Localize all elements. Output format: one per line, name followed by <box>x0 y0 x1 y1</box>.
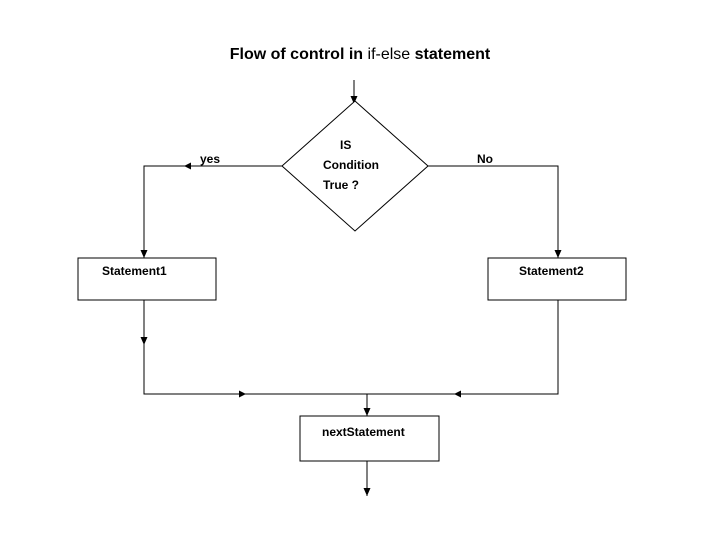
title-part-2: if-else <box>367 46 411 63</box>
no-branch-arrowhead-end <box>554 250 562 258</box>
statement2-merge-connector <box>367 300 559 395</box>
yes-branch-arrowhead-mid <box>184 162 191 170</box>
no-branch-label: No <box>477 152 493 166</box>
next-arrowhead <box>363 408 371 416</box>
yes-branch-arrowhead-end <box>140 250 148 258</box>
next-statement-box <box>299 415 440 462</box>
yes-branch-connector <box>143 165 282 258</box>
statement2-merge-arrowhead-left <box>454 390 461 398</box>
title-part-1: Flow of control in <box>229 46 364 63</box>
diagram-title: Flow of control in if-else statement <box>0 44 703 66</box>
decision-line-3: True ? <box>323 178 360 192</box>
title-part-3: statement <box>414 46 491 63</box>
statement1-merge-connector <box>143 300 367 395</box>
statement1-merge-arrowhead-down <box>140 337 148 345</box>
decision-line-1: IS <box>340 138 352 152</box>
statement1-label: Statement1 <box>102 264 167 278</box>
exit-arrowhead <box>363 488 371 496</box>
decision-line-2: Condition <box>323 158 379 172</box>
entry-arrowhead <box>350 96 358 104</box>
no-branch-connector <box>428 165 559 258</box>
statement1-box <box>77 257 217 301</box>
decision-diamond <box>281 100 429 232</box>
statement1-merge-arrowhead-right <box>239 390 246 398</box>
statement2-box <box>487 257 627 301</box>
yes-branch-label: yes <box>200 152 221 166</box>
statement2-label: Statement2 <box>519 264 584 278</box>
next-statement-label: nextStatement <box>322 425 405 439</box>
